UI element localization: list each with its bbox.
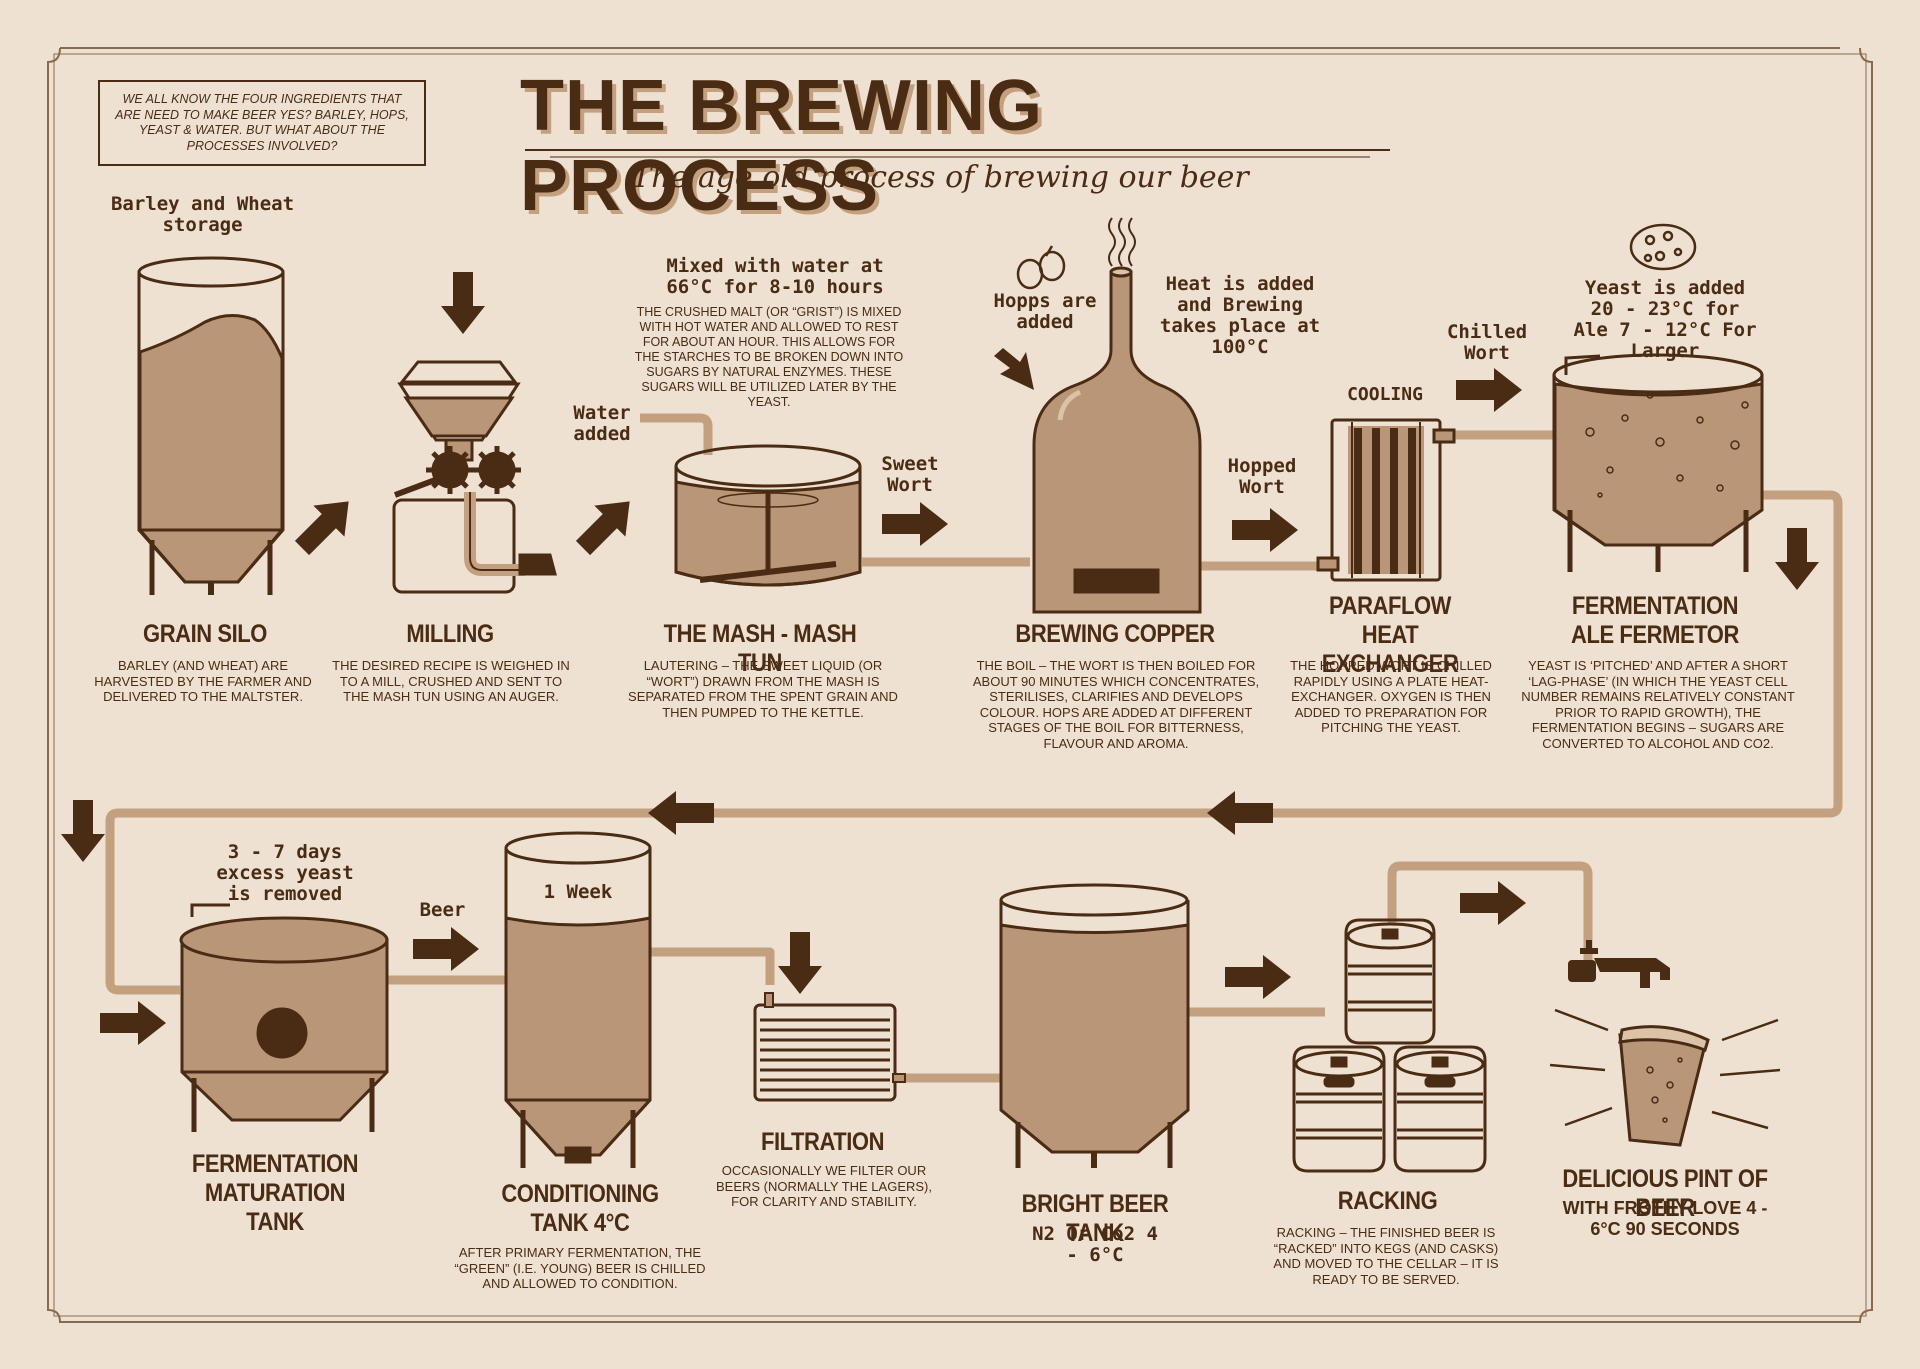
- brewing-copper-heading: BREWING COPPER: [1015, 620, 1215, 648]
- hops-added-label: Hopps are added: [993, 290, 1097, 333]
- racking-description: Racking – the finished beer is “racked” …: [1273, 1225, 1499, 1287]
- arrow-icon: [1207, 791, 1273, 835]
- arrow-icon: [286, 485, 365, 564]
- grain-silo-description: Barley (and wheat) are harvested by the …: [94, 658, 312, 704]
- arrow-icon: [567, 485, 646, 564]
- pint-heading: DELICIOUS PINT OF BEER: [1562, 1165, 1768, 1222]
- hops-icon: [1016, 245, 1066, 290]
- milling-description: The desired recipe is weighed in to a mi…: [332, 658, 570, 704]
- page-subtitle: The age old process of brewing our beer: [631, 160, 1249, 195]
- filtration-heading: FILTRATION: [760, 1128, 885, 1156]
- bright-beer-tank-illustration: [999, 883, 1190, 1168]
- brewing-copper-description: The boil – the wort is then boiled for a…: [972, 658, 1260, 751]
- page-border: [47, 47, 1873, 1323]
- pint-sub: WITH FROTHY LOVE 4 - 6°C 90 SECONDS: [1562, 1198, 1768, 1239]
- arrow-icon: [1225, 955, 1291, 999]
- filtration-description: Occasionally we filter our beers (normal…: [715, 1163, 932, 1209]
- cooling-label: COOLING: [1347, 384, 1423, 405]
- mash-tun-illustration: [674, 444, 862, 587]
- intro-box: We all know the four ingredients that ar…: [98, 80, 426, 166]
- mash-tun-description: Lautering – the sweet liquid (or “wort”)…: [628, 658, 898, 720]
- keg-icon: [1292, 1045, 1386, 1173]
- tap-icon: [1568, 940, 1670, 988]
- arrow-icon: [1456, 368, 1522, 412]
- beer-label: Beer: [419, 899, 466, 921]
- arrow-icon: [1775, 528, 1819, 590]
- bright-beer-tank-sub: N2 Or Co2 4 - 6°C: [1032, 1223, 1158, 1266]
- page-title: THE BREWING PROCESS: [520, 66, 1043, 226]
- grain-silo-caption: Barley and Wheat storage: [110, 193, 295, 236]
- glow-lines: [1549, 1008, 1781, 1130]
- mash-tun-heading: THE MASH - MASH TUN: [663, 620, 857, 677]
- arrow-icon: [1232, 508, 1298, 552]
- arrow-icon: [413, 927, 479, 971]
- water-added-label: Water added: [573, 402, 631, 445]
- mash-tun-note: The crushed malt (or “grist”) is mixed w…: [634, 305, 904, 409]
- heat-added-label: Heat is added and Brewing takes place at…: [1159, 273, 1321, 358]
- arrow-icon: [61, 800, 105, 862]
- sweet-wort-label: Sweet Wort: [881, 453, 939, 496]
- arrow-icon: [100, 1001, 166, 1045]
- mash-tun-caption: Mixed with water at 66°C for 8-10 hours: [666, 255, 884, 298]
- ale-fermentor-illustration: [1552, 353, 1764, 572]
- gear-icon: [426, 446, 521, 494]
- racking-heading: RACKING: [1337, 1187, 1438, 1215]
- ale-fermentor-description: Yeast is ‘pitched’ and after a short ‘la…: [1521, 658, 1795, 751]
- ale-fermentor-heading: FERMENTATION ALE FERMETOR: [1571, 592, 1739, 649]
- heat-exchanger-description: The hopped wort is chilled rapidly using…: [1290, 658, 1492, 735]
- ale-fermentor-caption: Yeast is added 20 - 23°C for Ale 7 - 12°…: [1573, 277, 1757, 362]
- grain-silo-illustration: [137, 256, 285, 595]
- arrow-icon: [648, 791, 714, 835]
- arrow-icon: [1460, 881, 1526, 925]
- maturation-tank-caption: 3 - 7 days excess yeast is removed: [216, 841, 354, 905]
- keg-icon: [1393, 1045, 1487, 1173]
- grain-silo-heading: GRAIN SILO: [143, 620, 267, 648]
- keg-icon: [1344, 918, 1436, 1045]
- arrow-icon: [882, 502, 948, 546]
- maturation-tank-heading: FERMENTATION MATURATION TANK: [191, 1150, 359, 1236]
- arrow-icon: [778, 932, 822, 994]
- yeast-icon: [1629, 223, 1697, 271]
- chilled-wort-label: Chilled Wort: [1446, 321, 1528, 364]
- conditioning-tank-heading: CONDITIONING TANK 4°C: [501, 1180, 659, 1237]
- conditioning-tank-label: 1 Week: [543, 881, 613, 903]
- maturation-tank-illustration: [179, 903, 389, 1132]
- pipes: [105, 413, 1843, 1083]
- mill-illustration: [392, 272, 557, 594]
- pint-glass-icon: [1618, 1025, 1710, 1147]
- brewing-copper-illustration: [1032, 266, 1202, 614]
- milling-heading: MILLING: [406, 620, 494, 648]
- heat-exchanger-illustration: [1316, 418, 1456, 582]
- bright-beer-tank-heading: BRIGHT BEER TANK: [1021, 1190, 1169, 1247]
- conditioning-tank-description: After primary fermentation, the “green” …: [454, 1245, 706, 1291]
- conditioning-tank-illustration: [504, 831, 652, 1168]
- heat-exchanger-heading: PARAFLOW HEAT EXCHANGER: [1321, 592, 1459, 678]
- hopped-wort-label: Hopped Wort: [1227, 455, 1297, 498]
- arrow-icon: [994, 348, 1034, 390]
- steam-icon: [1108, 217, 1136, 267]
- filtration-illustration: [753, 992, 906, 1102]
